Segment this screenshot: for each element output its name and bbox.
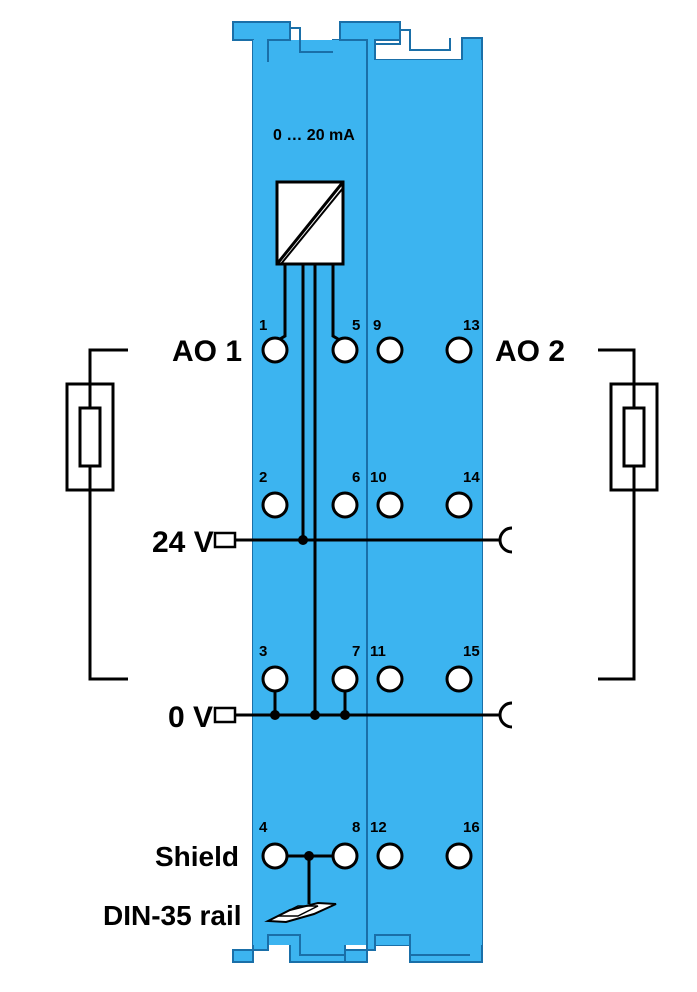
- terminal-number-15: 15: [463, 643, 480, 660]
- terminal-number-9: 9: [373, 317, 381, 334]
- terminal-number-11: 11: [370, 643, 386, 660]
- terminal-number-12: 12: [370, 819, 387, 836]
- terminal-number-16: 16: [463, 819, 480, 836]
- terminal-number-2: 2: [259, 469, 267, 486]
- terminal-10[interactable]: [376, 491, 404, 519]
- terminal-number-14: 14: [463, 469, 480, 486]
- terminal-13[interactable]: [445, 336, 473, 364]
- terminal-11[interactable]: [376, 665, 404, 693]
- terminal-7[interactable]: [331, 665, 359, 693]
- ground-0v-connector: [213, 706, 237, 724]
- terminal-number-5: 5: [352, 317, 360, 334]
- ao1-resistor-icon: [78, 406, 102, 468]
- ao2-resistor-icon: [622, 406, 646, 468]
- terminal-2[interactable]: [261, 491, 289, 519]
- ao2-label: AO 2: [495, 335, 565, 368]
- terminals: [261, 336, 473, 870]
- din-rail-label: DIN-35 rail: [103, 900, 242, 931]
- terminal-number-13: 13: [463, 317, 480, 334]
- terminal-16[interactable]: [445, 842, 473, 870]
- shield-wiring: [264, 851, 337, 924]
- terminal-number-4: 4: [259, 819, 268, 836]
- top-latch-right: [374, 29, 451, 60]
- supply-24v-label: 24 V: [152, 526, 214, 559]
- range-label: 0 … 20 mA: [273, 127, 355, 144]
- supply-24v-continuation-icon: [498, 526, 513, 554]
- terminal-9[interactable]: [376, 336, 404, 364]
- terminal-8[interactable]: [331, 842, 359, 870]
- terminal-number-6: 6: [352, 469, 360, 486]
- bottom-latch-left: [267, 934, 345, 956]
- din-rail-icon: [264, 901, 337, 924]
- terminal-number-3: 3: [259, 643, 267, 660]
- terminal-5[interactable]: [331, 336, 359, 364]
- terminal-numbers: 1 5 9 13 2 6 10 14 3 7 11 15 4 8 12 16: [259, 317, 480, 836]
- supply-rails: [213, 526, 513, 729]
- supply-24v-connector: [213, 531, 237, 549]
- shield-label: Shield: [155, 841, 239, 872]
- terminal-15[interactable]: [445, 665, 473, 693]
- ao2-load: [598, 348, 659, 681]
- terminal-4[interactable]: [261, 842, 289, 870]
- da-converter-icon: [275, 180, 345, 266]
- terminal-14[interactable]: [445, 491, 473, 519]
- terminal-12[interactable]: [376, 842, 404, 870]
- ground-0v-label: 0 V: [168, 701, 213, 734]
- terminal-number-1: 1: [259, 317, 267, 334]
- terminal-1[interactable]: [261, 336, 289, 364]
- terminal-number-8: 8: [352, 819, 360, 836]
- ao1-load: [65, 348, 128, 681]
- top-latch-left: [267, 27, 333, 62]
- ao1-label: AO 1: [172, 335, 242, 368]
- terminal-3[interactable]: [261, 665, 289, 693]
- terminal-number-10: 10: [370, 469, 387, 486]
- terminal-6[interactable]: [331, 491, 359, 519]
- ground-0v-continuation-icon: [498, 701, 513, 729]
- terminal-number-7: 7: [352, 643, 360, 660]
- bottom-latch-right: [374, 934, 470, 956]
